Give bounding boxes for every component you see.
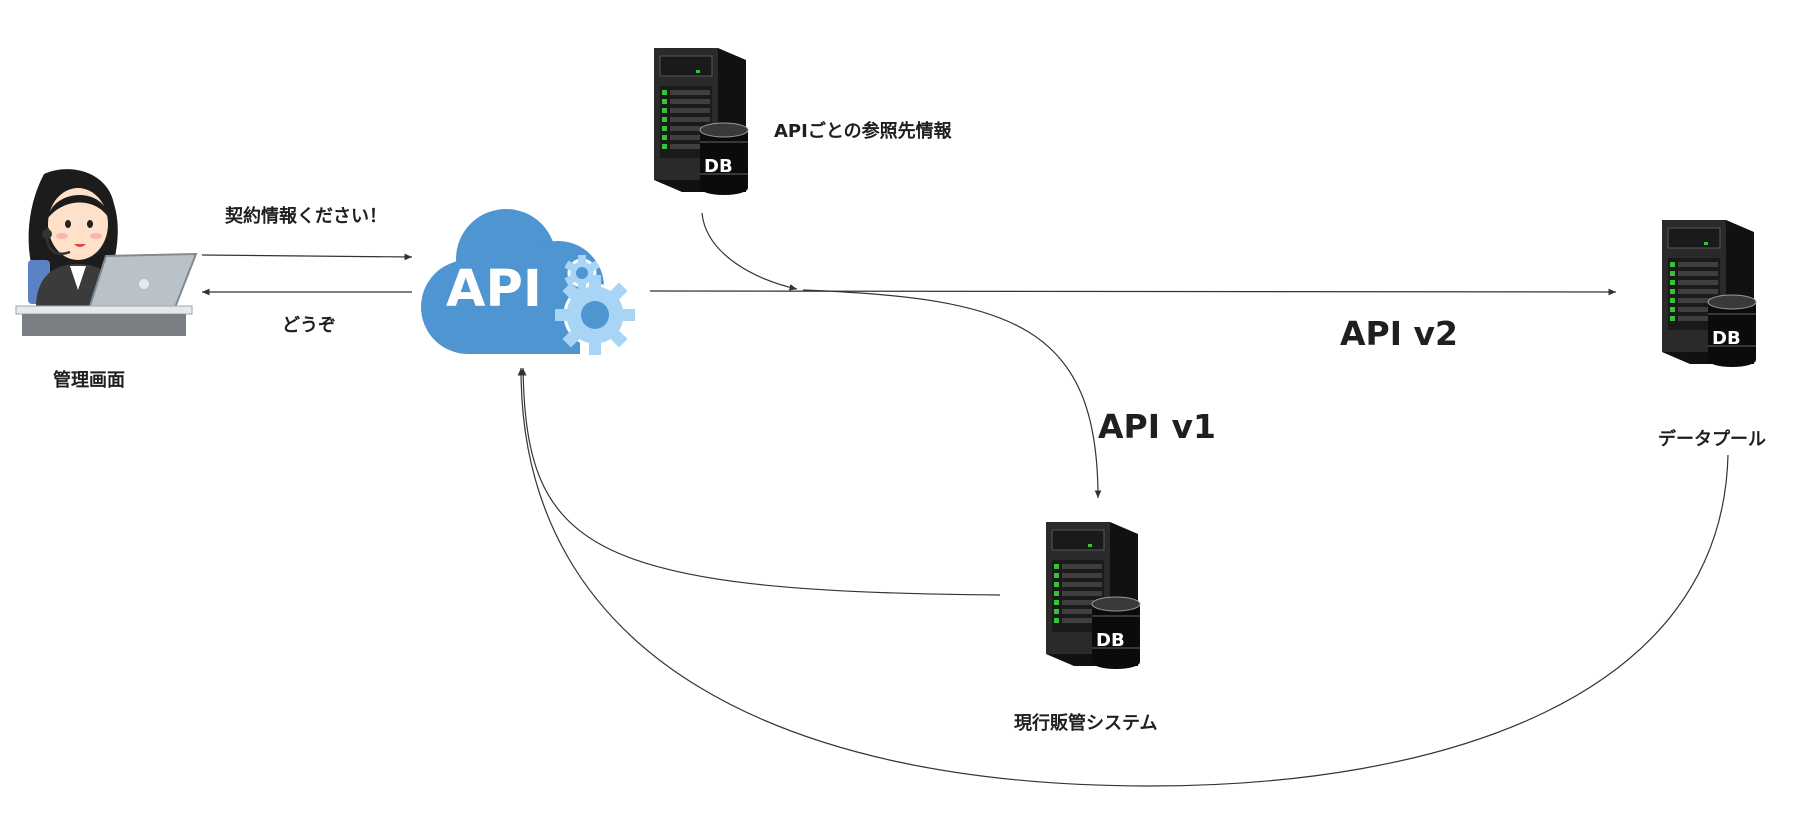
legacy-server-icon bbox=[1046, 522, 1141, 669]
api-v2-arrow bbox=[649, 288, 1617, 296]
datapool-server-icon bbox=[1662, 220, 1757, 367]
api-v1-arrow bbox=[802, 289, 1102, 499]
reference-server-icon bbox=[654, 48, 749, 195]
request-label: 契約情報ください！ bbox=[225, 206, 387, 227]
operator-at-laptop-icon bbox=[15, 169, 198, 336]
reference-lookup-arrow bbox=[701, 212, 798, 291]
legacy-return-arrow bbox=[519, 367, 1001, 596]
api-cloud-label: API bbox=[446, 260, 542, 319]
datapool-db-label: DB bbox=[1712, 328, 1741, 349]
reference-db-label: DB bbox=[704, 156, 733, 177]
api-v2-label: API v2 bbox=[1340, 314, 1458, 353]
legacy-db-label: DB bbox=[1096, 630, 1125, 651]
api-v1-label: API v1 bbox=[1098, 407, 1216, 446]
reference-db-node-label: APIごとの参照先情報 bbox=[774, 121, 952, 142]
legacy-node-label: 現行販管システム bbox=[1014, 713, 1158, 734]
datapool-node-label: データプール bbox=[1658, 429, 1766, 450]
admin-label: 管理画面 bbox=[53, 370, 125, 391]
datapool-return-arrow bbox=[517, 367, 1729, 787]
api-cloud-gear-icon bbox=[421, 209, 635, 355]
request-arrow bbox=[201, 253, 413, 261]
response-label: どうぞ bbox=[282, 315, 336, 336]
